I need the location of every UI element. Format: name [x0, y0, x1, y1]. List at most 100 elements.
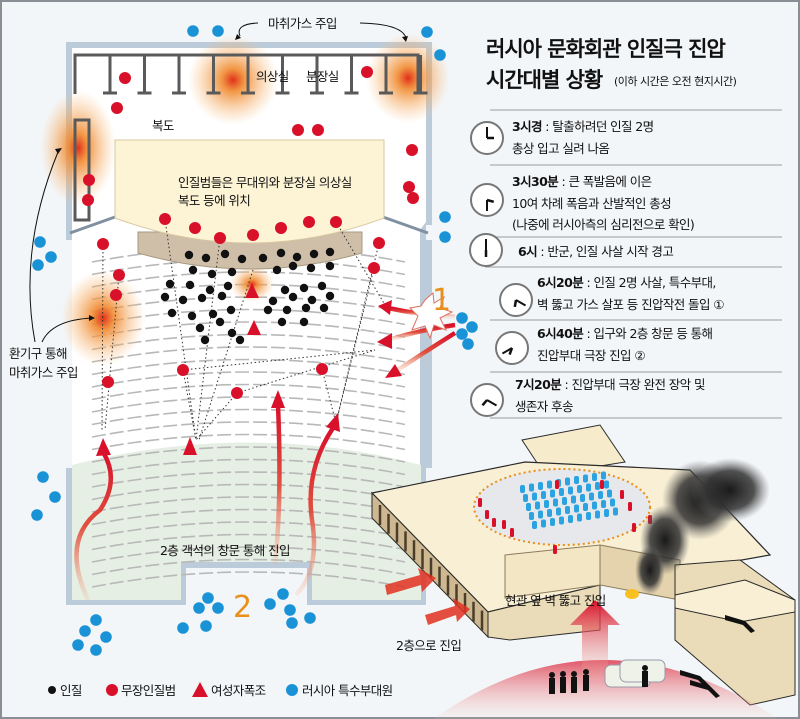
room-divider [275, 55, 290, 95]
terrorist-dot [312, 124, 324, 136]
hostage-dot [306, 263, 316, 273]
seat-row [91, 396, 406, 413]
hostage-dot [205, 285, 215, 295]
clock-hour-hand [513, 299, 518, 308]
mini-hostage [550, 489, 555, 498]
building-columns [378, 505, 484, 631]
terrorist-figures [478, 480, 652, 554]
terrorist-dot [407, 192, 419, 204]
clock-hour-hand [486, 198, 495, 204]
hostage-dot [268, 296, 278, 306]
terrorist-dot [214, 232, 226, 244]
hostage-dot [185, 280, 195, 290]
arrowhead [271, 390, 285, 408]
terrorist-dot [247, 229, 259, 241]
hostage-dot [215, 317, 225, 327]
hostage-dot [282, 305, 292, 315]
arrowhead [89, 315, 95, 321]
seat-row [91, 446, 406, 463]
timeline-time: 7시20분 [515, 377, 562, 392]
legend-bomber: 여성자폭조 [211, 683, 266, 698]
spetsnaz-dot [439, 211, 451, 223]
spetsnaz-dot [100, 631, 112, 643]
terrorist-dot [177, 364, 189, 376]
terrorist-dot [102, 376, 114, 388]
entry-arrows [74, 300, 457, 601]
mini-hostage [523, 494, 528, 502]
seat-row [91, 458, 406, 476]
spetsnaz-dot [79, 625, 91, 637]
hostage-dot [272, 265, 282, 275]
female-bomber [247, 320, 261, 335]
soldier-prone [725, 615, 755, 633]
timeline-text: 총상 입고 실려 나옴 [512, 141, 609, 156]
mini-hostage [553, 498, 558, 507]
soldier-head [549, 672, 555, 678]
arrowhead [377, 333, 392, 349]
spetsnaz-dot [462, 338, 474, 350]
spetsnaz-dot [304, 612, 316, 624]
mini-hostage [610, 498, 615, 507]
mini-hostage [541, 491, 546, 499]
entry-arrow [387, 322, 456, 343]
marker-1: 1 [432, 283, 451, 318]
soldier-body [560, 677, 566, 693]
arrowhead [402, 36, 408, 42]
arrowhead [96, 438, 111, 456]
fire-line [321, 368, 337, 424]
room-divider [137, 55, 152, 95]
timeline-text: 3시경 : 탈출하려던 인질 2명 [512, 119, 654, 134]
spetsnaz-dot [264, 598, 276, 610]
terrorist-dot [111, 102, 123, 114]
fire-line [198, 269, 254, 441]
soldier-prone [680, 670, 710, 688]
seat-row [91, 533, 406, 551]
seat-row [91, 521, 406, 538]
seat-row [91, 508, 406, 526]
timeline-text: 7시20분 : 진압부대 극장 완전 장악 및 [515, 377, 705, 392]
timeline-text: 6시20분 : 인질 2명 사살, 특수부대, [537, 275, 716, 290]
soldier-head [583, 669, 589, 675]
hostage-dot [280, 285, 290, 295]
hostage-dot [325, 261, 335, 271]
spetsnaz-dot [284, 604, 296, 616]
spetsnaz-units [31, 25, 478, 656]
fire-line [164, 218, 197, 441]
hostage-dot [188, 265, 198, 275]
seat-row [91, 383, 406, 401]
gas-cloud [40, 90, 116, 206]
mini-terrorist [478, 498, 482, 507]
seat-row [91, 433, 406, 451]
terrorist-dot [113, 269, 125, 281]
soldier-body [642, 671, 648, 687]
mini-hostage [601, 471, 606, 480]
soldier-body [549, 678, 555, 694]
timeline-desc: 10여 차례 폭음과 산발적인 총성 [512, 196, 671, 211]
timeline-desc: 벽 뚫고 가스 살포 등 진압작전 돌입 ① [537, 297, 724, 312]
timeline-text: 생존자 후송 [515, 399, 573, 414]
smoke [635, 545, 665, 595]
vent-arrow-2 [41, 317, 93, 343]
clock-minute-hand [515, 299, 527, 307]
hostage-dot [277, 317, 287, 327]
timeline-desc: : 인질 2명 사살, 특수부대, [583, 275, 716, 290]
hostage-dot [258, 253, 268, 263]
spetsnaz-dot [439, 231, 451, 243]
terrorist-dot [406, 144, 418, 156]
mini-hostage [598, 491, 603, 499]
fire-line [101, 243, 104, 431]
marker-2: 2 [233, 590, 252, 625]
terrorist-dot [403, 181, 415, 193]
seat-row [91, 496, 406, 513]
mini-hostage [577, 485, 582, 493]
mini-hostage [532, 492, 537, 501]
mini-hostage [583, 503, 588, 511]
hostage-dot [197, 293, 207, 303]
smoke [690, 458, 770, 522]
armed-terrorists [82, 66, 419, 399]
timeline-panel: 러시아 문화회관 인질극 진압 시간대별 상황 (이하 시간은 오전 현지시간)… [469, 37, 782, 419]
wall-breach-label: 현관 옆 벽 뚫고 진입 [505, 593, 606, 608]
entry-arrow [294, 426, 335, 597]
